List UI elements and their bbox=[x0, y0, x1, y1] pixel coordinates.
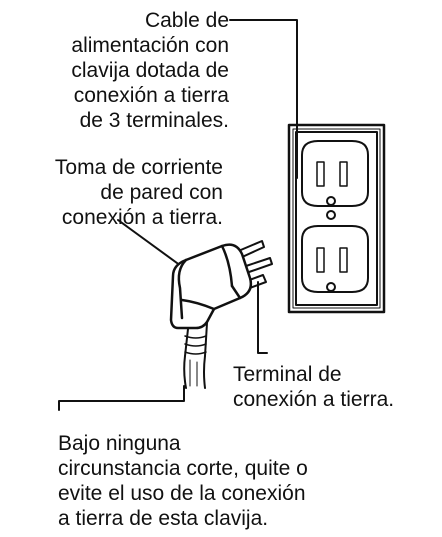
plug-prongs bbox=[235, 240, 273, 290]
label-wall-outlet: Toma de corriente de pared con conexión … bbox=[55, 155, 223, 230]
label-warning: Bajo ninguna circunstancia corte, quite … bbox=[58, 431, 308, 531]
label-line: Terminal de bbox=[233, 363, 342, 386]
label-line: Bajo ninguna bbox=[58, 432, 181, 455]
wall-outlet-plate bbox=[287, 123, 386, 314]
label-line: Cable de bbox=[144, 9, 229, 32]
power-cable bbox=[183, 322, 208, 389]
leader-line-ground-terminal bbox=[257, 281, 268, 354]
label-line: clavija dotada de bbox=[71, 59, 229, 82]
label-line: conexión a tierra. bbox=[233, 388, 395, 411]
label-line: conexión a tierra bbox=[73, 84, 229, 107]
label-line: Toma de corriente bbox=[54, 156, 223, 179]
label-line: evite el uso de la conexión bbox=[58, 482, 306, 505]
leader-line-warning bbox=[58, 385, 185, 411]
leader-line-power-cord bbox=[229, 19, 298, 179]
label-line: circunstancia corte, quite o bbox=[58, 457, 308, 480]
label-line: de pared con bbox=[100, 181, 223, 204]
label-power-cord: Cable de alimentación con clavija dotada… bbox=[71, 8, 229, 133]
label-line: de 3 terminales. bbox=[79, 109, 229, 132]
label-line: alimentación con bbox=[71, 34, 229, 57]
label-line: a tierra de esta clavija. bbox=[58, 507, 269, 530]
label-ground-terminal: Terminal de conexión a tierra. bbox=[233, 362, 394, 412]
label-line: conexión a tierra. bbox=[61, 206, 223, 229]
plug-body bbox=[169, 243, 253, 330]
